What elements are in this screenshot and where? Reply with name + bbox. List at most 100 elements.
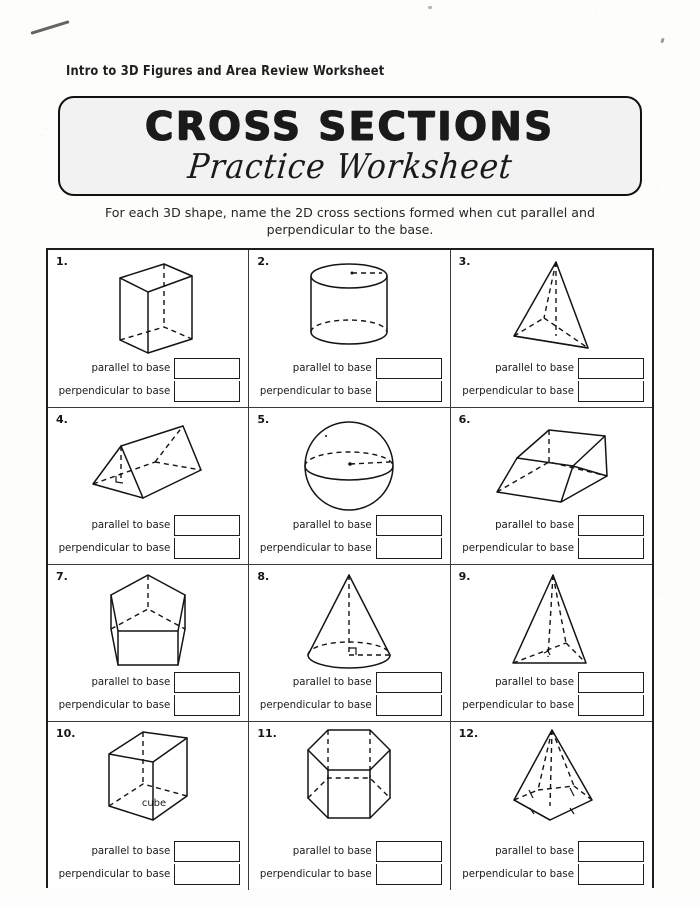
worksheet-topline: Intro to 3D Figures and Area Review Work… (66, 62, 385, 79)
answer-label-perpendicular: perpendicular to base (462, 543, 574, 554)
problem-number: 4. (56, 413, 68, 426)
answer-label-perpendicular: perpendicular to base (462, 386, 574, 397)
answer-box-perpendicular[interactable] (577, 538, 644, 559)
answer-label-parallel: parallel to base (91, 846, 171, 857)
answer-box-perpendicular[interactable] (577, 695, 644, 716)
problem-number: 6. (458, 413, 471, 426)
answer-row-parallel: parallel to base (249, 671, 449, 694)
answer-row-parallel: parallel to base (249, 514, 449, 537)
answer-area: parallel to base perpendicular to base (451, 357, 652, 403)
answer-label-perpendicular: perpendicular to base (462, 700, 574, 711)
answer-row-perpendicular: perpendicular to base (451, 537, 652, 560)
answer-area: parallel to base perpendicular to base (451, 514, 652, 560)
answer-label-parallel: parallel to base (292, 363, 372, 374)
answer-label-parallel: parallel to base (292, 520, 372, 531)
answer-row-parallel: parallel to base (249, 357, 449, 380)
problem-cell-9: 9. parallel to base perpendicular to (450, 565, 652, 722)
problem-number: 9. (458, 570, 471, 583)
answer-label-parallel: parallel to base (91, 363, 171, 374)
answer-box-parallel[interactable] (174, 841, 241, 862)
page-subtitle: Practice Worksheet (185, 147, 515, 187)
answer-box-perpendicular[interactable] (174, 864, 241, 885)
scan-speck (660, 37, 665, 44)
answer-box-parallel[interactable] (375, 841, 442, 862)
answer-box-perpendicular[interactable] (174, 538, 241, 559)
answer-row-perpendicular: perpendicular to base (48, 694, 248, 717)
answer-row-parallel: parallel to base (451, 840, 652, 863)
answer-row-perpendicular: perpendicular to base (249, 537, 449, 560)
figure-rectangular-pyramid (451, 256, 652, 360)
answer-label-perpendicular: perpendicular to base (58, 543, 171, 554)
answer-box-parallel[interactable] (375, 358, 442, 379)
answer-box-parallel[interactable] (375, 672, 442, 693)
answer-box-perpendicular[interactable] (375, 864, 442, 885)
answer-label-parallel: parallel to base (91, 520, 171, 531)
problem-cell-11: 11. parallel to base (249, 722, 451, 890)
problem-cell-2: 2. parallel to base perpen (249, 250, 451, 408)
answer-row-perpendicular: perpendicular to base (451, 380, 652, 403)
answer-box-parallel[interactable] (174, 515, 241, 536)
problem-number: 5. (257, 413, 270, 426)
answer-box-parallel[interactable] (174, 358, 241, 379)
answer-label-perpendicular: perpendicular to base (58, 700, 171, 711)
answer-box-parallel[interactable] (577, 515, 644, 536)
problem-number: 10. (56, 727, 76, 740)
problem-cell-5: 5. parallel to base perpendicular to (249, 408, 451, 565)
answer-box-perpendicular[interactable] (174, 695, 241, 716)
answer-box-parallel[interactable] (577, 841, 644, 862)
answer-label-parallel: parallel to base (91, 677, 171, 688)
answer-label-parallel: parallel to base (292, 677, 372, 688)
answer-row-perpendicular: perpendicular to base (48, 380, 248, 403)
answer-box-perpendicular[interactable] (375, 381, 442, 402)
answer-box-perpendicular[interactable] (577, 381, 644, 402)
answer-label-parallel: parallel to base (495, 846, 574, 857)
answer-row-perpendicular: perpendicular to base (249, 863, 449, 886)
answer-box-perpendicular[interactable] (174, 381, 241, 402)
problem-number: 7. (56, 570, 68, 583)
answer-box-perpendicular[interactable] (375, 538, 442, 559)
answer-box-parallel[interactable] (577, 358, 644, 379)
figure-cube: cube (48, 728, 248, 832)
answer-area: parallel to base perpendicular to base (451, 671, 652, 717)
answer-row-parallel: parallel to base (48, 514, 248, 537)
answer-label-parallel: parallel to base (292, 846, 372, 857)
answer-label-parallel: parallel to base (495, 677, 574, 688)
problem-number: 1. (56, 255, 68, 268)
figure-cylinder (249, 256, 449, 360)
figure-hexagonal-prism (249, 728, 449, 832)
answer-row-perpendicular: perpendicular to base (48, 537, 248, 560)
answer-row-parallel: parallel to base (451, 514, 652, 537)
problem-number: 8. (257, 570, 270, 583)
problem-cell-1: 1. parallel to base perpendicular to bas… (48, 250, 250, 408)
problem-number: 3. (458, 255, 471, 268)
problem-cell-10: 10. cube parallel to base perpendicular (48, 722, 250, 890)
scan-speck (428, 6, 432, 9)
answer-box-parallel[interactable] (375, 515, 442, 536)
answer-label-perpendicular: perpendicular to base (259, 869, 372, 880)
answer-box-parallel[interactable] (577, 672, 644, 693)
answer-row-perpendicular: perpendicular to base (249, 694, 449, 717)
scan-artifact-mark (30, 20, 70, 35)
answer-area: parallel to base perpendicular to base (249, 671, 449, 717)
answer-label-perpendicular: perpendicular to base (58, 386, 171, 397)
answer-box-perpendicular[interactable] (375, 695, 442, 716)
answer-area: parallel to base perpendicular to base (48, 671, 248, 717)
answer-label-perpendicular: perpendicular to base (58, 869, 171, 880)
figure-cone (249, 571, 449, 675)
answer-label-perpendicular: perpendicular to base (259, 386, 372, 397)
figure-triangular-pyramid (451, 571, 652, 675)
answer-box-parallel[interactable] (174, 672, 241, 693)
answer-row-parallel: parallel to base (48, 840, 248, 863)
answer-box-perpendicular[interactable] (577, 864, 644, 885)
answer-row-perpendicular: perpendicular to base (48, 863, 248, 886)
answer-area: parallel to base perpendicular to base (249, 514, 449, 560)
problem-number: 11. (257, 727, 277, 740)
problem-grid: 1. parallel to base perpendicular to bas… (46, 248, 654, 890)
answer-area: parallel to base perpendicular to base (249, 840, 449, 886)
answer-row-parallel: parallel to base (48, 671, 248, 694)
figure-rectangular-prism (48, 256, 248, 360)
problem-cell-4: 4. parallel to base (48, 408, 250, 565)
answer-area: parallel to base perpendicular to base (48, 514, 248, 560)
figure-pentagonal-prism (48, 571, 248, 675)
